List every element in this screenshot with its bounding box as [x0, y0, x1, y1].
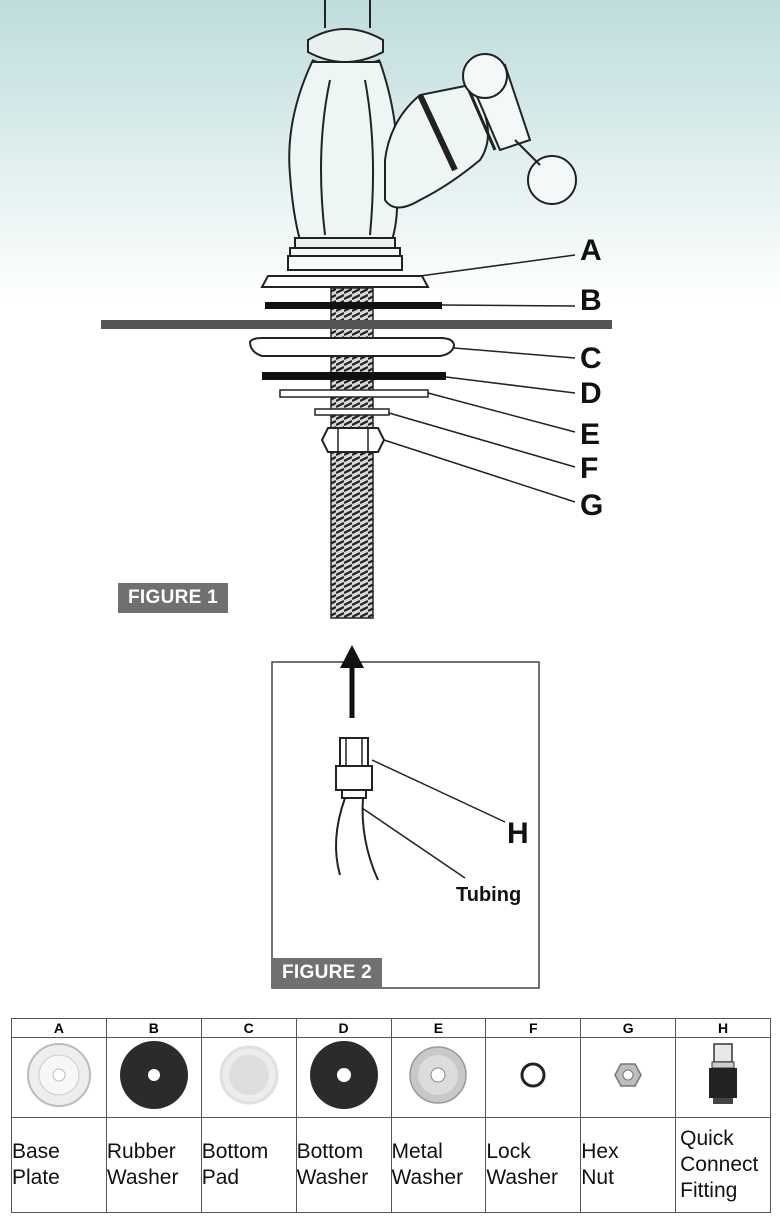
parts-header-row: A B C D E F G H: [11, 1018, 771, 1038]
figure-1-label: FIGURE 1: [118, 583, 229, 613]
bottom-washer-icon: [309, 1041, 378, 1109]
parts-table: A B C D E F G H: [11, 1018, 771, 1213]
hex-nut-icon: [614, 1063, 643, 1087]
callout-d: D: [580, 377, 602, 410]
tubing-label: Tubing: [456, 884, 522, 906]
part-letter: B: [105, 1018, 202, 1038]
bottom-pad-icon: [219, 1045, 279, 1105]
callout-b: B: [580, 284, 602, 317]
countertop-shape: [101, 320, 612, 329]
callout-c: C: [580, 342, 602, 375]
part-letter: C: [200, 1018, 297, 1038]
callout-g: G: [580, 489, 604, 522]
lock-washer-shape: [314, 408, 390, 416]
faucet-assembly-diagram: [101, 0, 612, 989]
base-plate-shape: [260, 275, 430, 288]
callout-leader-lines: [383, 254, 576, 503]
bottom-washer-shape: [262, 372, 446, 380]
faucet-body-icon: [287, 0, 577, 271]
callout-f: F: [580, 452, 599, 485]
metal-washer-shape: [279, 389, 429, 398]
callout-a: A: [580, 234, 602, 267]
part-letter: G: [580, 1018, 677, 1038]
metal-washer-icon: [409, 1046, 468, 1104]
rubber-washer-shape: [265, 302, 442, 309]
quick-connect-fitting-shape: [335, 737, 373, 799]
part-letter: D: [295, 1018, 392, 1038]
bottom-pad-shape: [248, 337, 456, 357]
parts-image-row: [11, 1037, 771, 1118]
lock-washer-icon: [520, 1062, 546, 1088]
part-letter: E: [390, 1018, 487, 1038]
base-plate-icon: [26, 1043, 91, 1107]
part-letter: H: [675, 1018, 771, 1038]
part-letter: F: [485, 1018, 582, 1038]
part-letter: A: [11, 1018, 107, 1038]
arrow-up-icon: [340, 645, 364, 668]
rubber-washer-icon: [119, 1041, 188, 1109]
figure-2-label: FIGURE 2: [272, 958, 383, 988]
callout-e: E: [580, 418, 601, 451]
quick-connect-fitting-icon: [709, 1043, 738, 1104]
callout-h: H: [507, 817, 529, 850]
hex-nut-shape: [320, 427, 386, 453]
figure-2-frame: [271, 661, 540, 989]
